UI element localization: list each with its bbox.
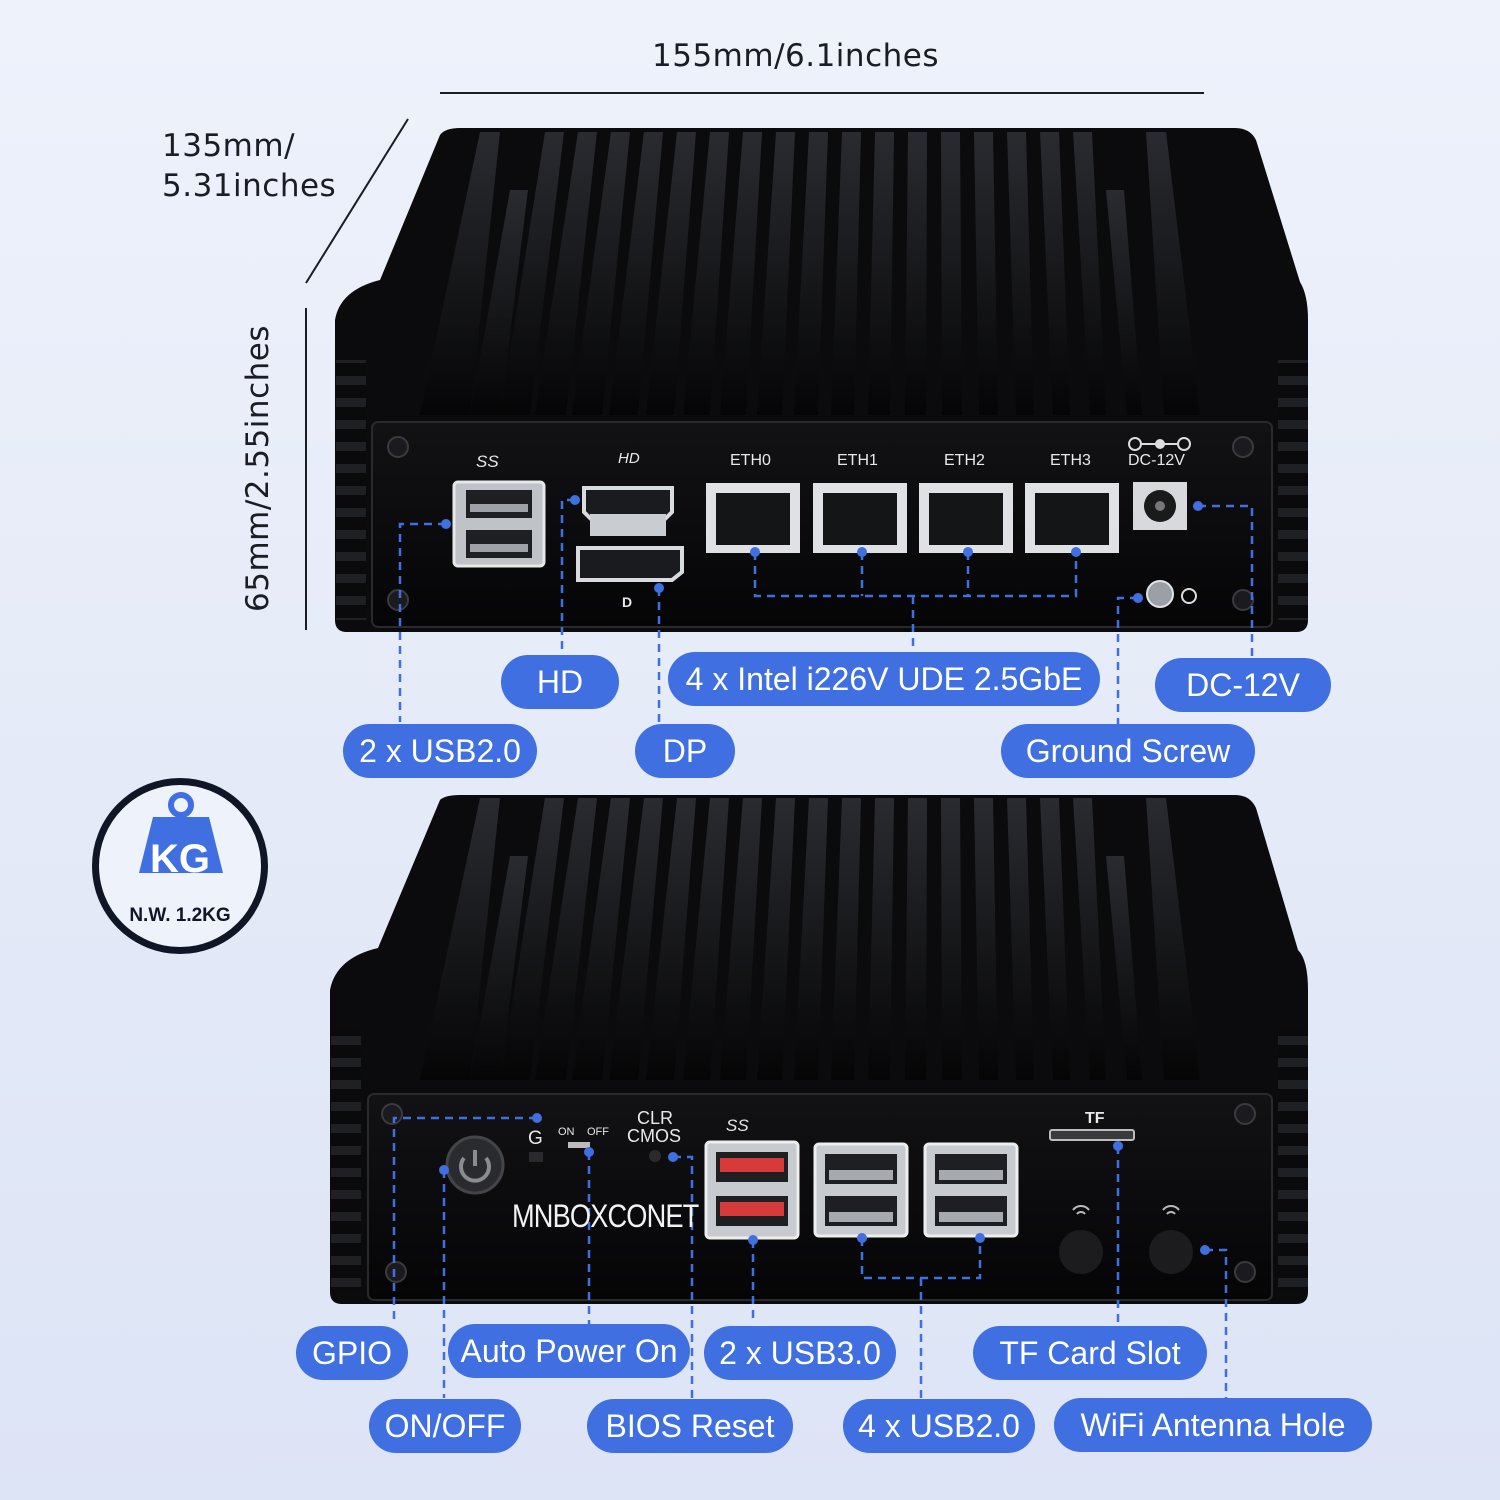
- antenna-hole-icon: [1149, 1230, 1193, 1274]
- eth3-label: ETH3: [1050, 452, 1091, 469]
- rear-usb3-logo-label: SS: [726, 1116, 749, 1135]
- callout-usb2: 2 x USB2.0: [343, 724, 537, 778]
- callout-ethernet: 4 x Intel i226V UDE 2.5GbE: [668, 652, 1100, 706]
- clr-cmos-label-line1: CLR: [637, 1108, 674, 1128]
- power-button-icon: [445, 1135, 505, 1195]
- usb3-logo-label: SS: [476, 452, 499, 471]
- callout-bios-reset: BIOS Reset: [587, 1399, 793, 1453]
- eth2-label: ETH2: [944, 452, 985, 469]
- clr-cmos-label-line2: CMOS: [627, 1126, 681, 1146]
- eth1-label: ETH1: [837, 452, 878, 469]
- callout-tf-card-slot: TF Card Slot: [973, 1326, 1207, 1380]
- front-usb-ports: [452, 480, 546, 568]
- callout-hd: HD: [501, 655, 619, 709]
- depth-dimension-line1: 135mm/: [162, 128, 296, 164]
- tf-label: TF: [1085, 1110, 1105, 1127]
- weight-icon: [139, 792, 223, 873]
- callout-dc: DC-12V: [1155, 658, 1331, 712]
- callout-usb3: 2 x USB3.0: [704, 1326, 896, 1380]
- rear-usb3-ports: [704, 1140, 800, 1240]
- front-hdmi-port: [582, 486, 674, 536]
- ground-screw-icon: [1146, 580, 1174, 608]
- depth-dimension-line2: 5.31inches: [162, 168, 337, 204]
- front-ethernet-ports: [706, 483, 1119, 553]
- eth0-label: ETH0: [730, 452, 771, 469]
- hd-logo-label: HD: [618, 450, 640, 467]
- switch-on-label: ON: [558, 1126, 575, 1138]
- weight-badge: KG N.W. 1.2KG: [92, 778, 268, 954]
- net-weight-label: N.W. 1.2KG: [129, 905, 231, 926]
- callout-wifi-antenna: WiFi Antenna Hole: [1054, 1398, 1372, 1452]
- weight-unit: KG: [150, 837, 210, 881]
- rear-device: [330, 795, 1308, 1304]
- dp-logo-label: D: [622, 594, 633, 610]
- front-device: [335, 128, 1308, 632]
- callout-usb2-rear: 4 x USB2.0: [843, 1399, 1035, 1453]
- ground-symbol-icon: [1181, 588, 1197, 604]
- callout-ground-screw: Ground Screw: [1001, 724, 1255, 778]
- callout-dp: DP: [635, 724, 735, 778]
- gpio-g-label: G: [528, 1128, 543, 1149]
- rear-callout-lines: [392, 1116, 1228, 1398]
- width-dimension: 155mm/6.1inches: [652, 38, 939, 74]
- front-dp-port: [576, 546, 684, 582]
- depth-line: [305, 118, 409, 284]
- antenna-hole-icon: [1059, 1230, 1103, 1274]
- front-dc-jack: [1128, 437, 1191, 530]
- callout-gpio: GPIO: [296, 1326, 408, 1380]
- dc-port-label: DC-12V: [1128, 452, 1185, 469]
- tf-slot-icon: [1049, 1129, 1135, 1141]
- brand-logo: MNBOXCONET: [512, 1198, 699, 1234]
- callout-on-off: ON/OFF: [369, 1399, 521, 1453]
- rear-usb2-ports: [813, 1142, 1019, 1238]
- callout-auto-power-on: Auto Power On: [448, 1324, 690, 1378]
- switch-off-label: OFF: [587, 1126, 609, 1138]
